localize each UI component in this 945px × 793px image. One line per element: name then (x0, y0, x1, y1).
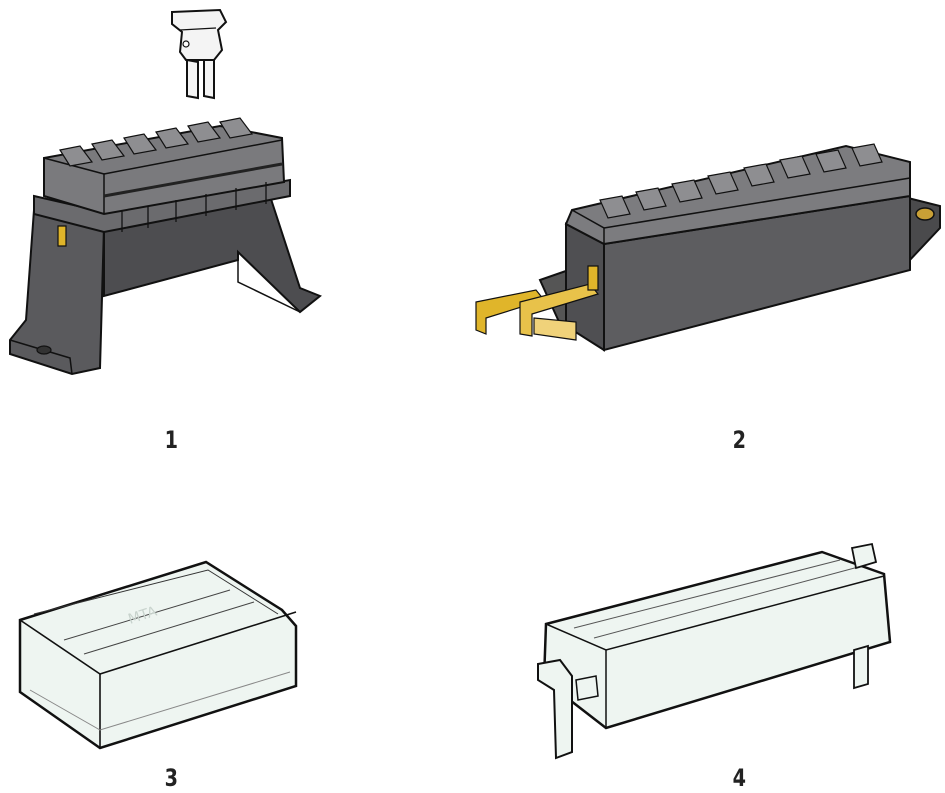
fuse-holder-2 (475, 143, 941, 352)
long-cover (537, 542, 892, 760)
item-label-3: 3 (164, 764, 179, 792)
fuse-holder-1 (9, 117, 322, 376)
item-label-2: 2 (732, 426, 747, 454)
item-label-4: 4 (732, 764, 747, 792)
item-label-1: 1 (164, 426, 179, 454)
blade-fuse (171, 8, 228, 100)
transparent-cover: MTA (18, 560, 298, 750)
